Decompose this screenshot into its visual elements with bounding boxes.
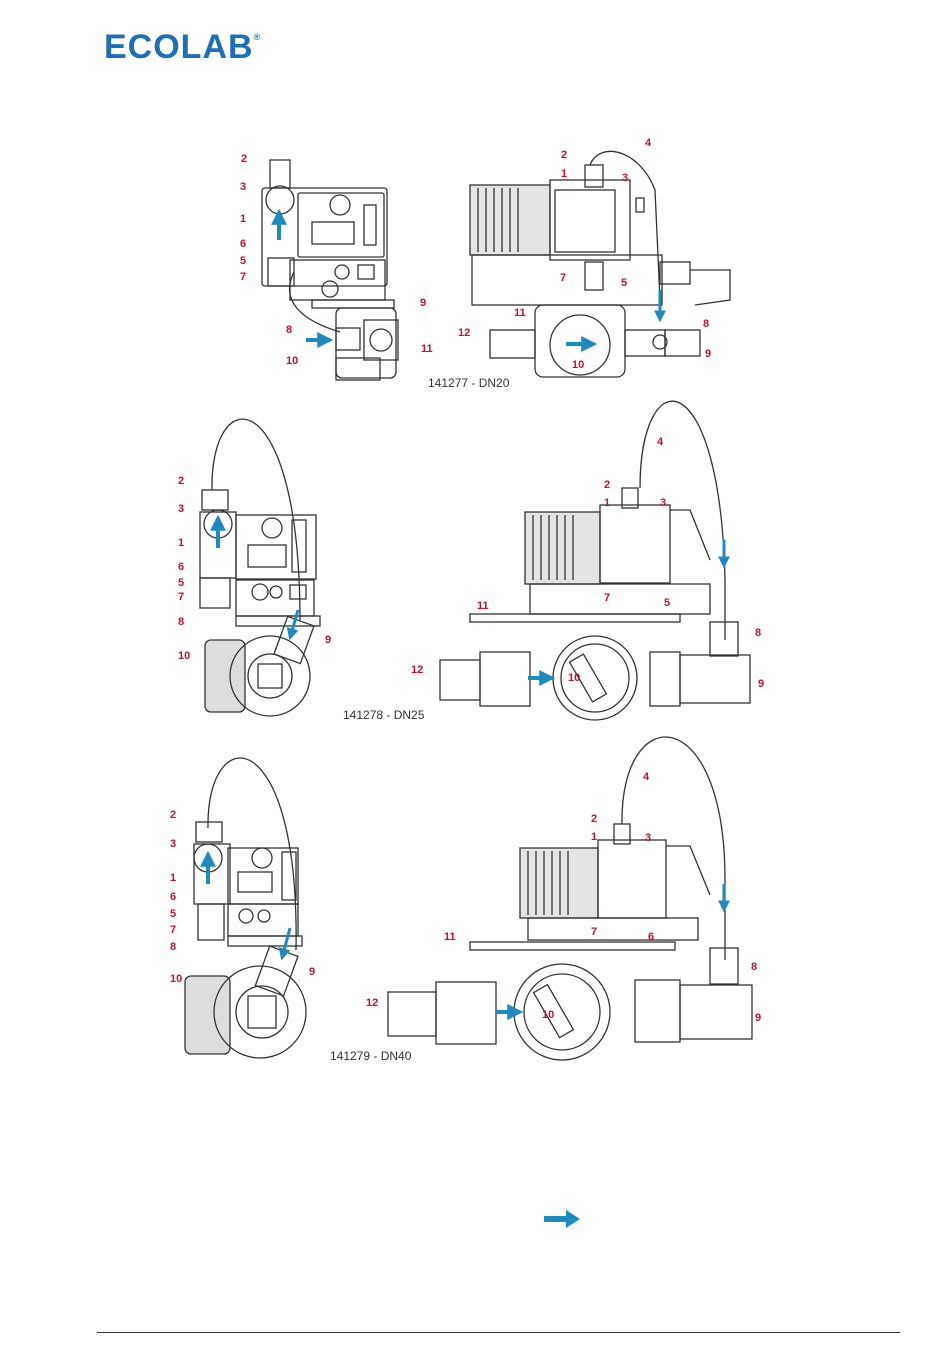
callout: 12 (366, 997, 378, 1009)
callout: 1 (591, 831, 597, 843)
callout: 10 (542, 1009, 554, 1021)
dn20-front-view (262, 160, 398, 380)
callout: 2 (591, 813, 597, 825)
callout: 3 (660, 497, 666, 509)
callout: 9 (755, 1012, 761, 1024)
callout: 9 (420, 297, 426, 309)
dn25-side-view (440, 401, 750, 720)
dn40-front-view (185, 758, 306, 1058)
callout: 5 (240, 255, 246, 267)
callout: 9 (325, 634, 331, 646)
flow-direction-arrow-icon (542, 1208, 582, 1230)
callout: 2 (241, 153, 247, 165)
callout: 7 (178, 591, 184, 603)
callout: 9 (309, 966, 315, 978)
callout: 6 (170, 891, 176, 903)
callout: 6 (240, 238, 246, 250)
dn25-front-view (200, 419, 320, 716)
callout: 3 (645, 832, 651, 844)
callout: 11 (421, 343, 433, 355)
callout: 1 (604, 497, 610, 509)
callout: 11 (444, 931, 456, 943)
callout: 2 (604, 479, 610, 491)
callout: 5 (178, 577, 184, 589)
callout: 7 (170, 924, 176, 936)
callout: 4 (645, 137, 652, 149)
callout: 3 (178, 503, 184, 515)
callout: 4 (643, 771, 650, 783)
callout: 1 (561, 168, 567, 180)
dn20-side-view (470, 151, 730, 377)
callout: 8 (178, 616, 184, 628)
callout: 8 (751, 961, 757, 973)
callout: 5 (664, 597, 670, 609)
callout: 10 (178, 650, 190, 662)
callout: 3 (170, 838, 176, 850)
callout: 2 (170, 809, 176, 821)
callout: 9 (758, 678, 764, 690)
dn40-side-view (388, 737, 752, 1060)
callout: 12 (411, 664, 423, 676)
callout: 1 (178, 537, 184, 549)
callout: 11 (477, 600, 489, 612)
callout: 2 (561, 149, 567, 161)
callout: 12 (458, 327, 470, 339)
callout: 10 (572, 359, 584, 371)
callout: 10 (286, 355, 298, 367)
callout: 2 (178, 475, 184, 487)
callout: 3 (240, 181, 246, 193)
callout: 8 (170, 941, 176, 953)
callout: 8 (703, 318, 709, 330)
callout: 10 (170, 973, 182, 985)
callout: 7 (560, 272, 566, 284)
figure-caption-dn25: 141278 - DN25 (343, 708, 424, 722)
callout: 1 (170, 872, 176, 884)
callout: 4 (657, 436, 664, 448)
figure-caption-dn20: 141277 - DN20 (428, 376, 509, 390)
callout: 7 (604, 592, 610, 604)
callout: 7 (240, 271, 246, 283)
callout: 5 (621, 277, 627, 289)
callout: 8 (286, 324, 292, 336)
callout: 9 (705, 348, 711, 360)
figure-caption-dn40: 141279 - DN40 (330, 1049, 411, 1063)
callout: 1 (240, 213, 246, 225)
callout: 8 (755, 627, 761, 639)
callout: 6 (648, 931, 654, 943)
callout: 7 (591, 926, 597, 938)
callout: 3 (622, 172, 628, 184)
callout: 5 (170, 908, 176, 920)
callout: 6 (178, 561, 184, 573)
callout: 10 (568, 672, 580, 684)
footer-rule (97, 1332, 900, 1333)
callout: 11 (514, 307, 526, 319)
